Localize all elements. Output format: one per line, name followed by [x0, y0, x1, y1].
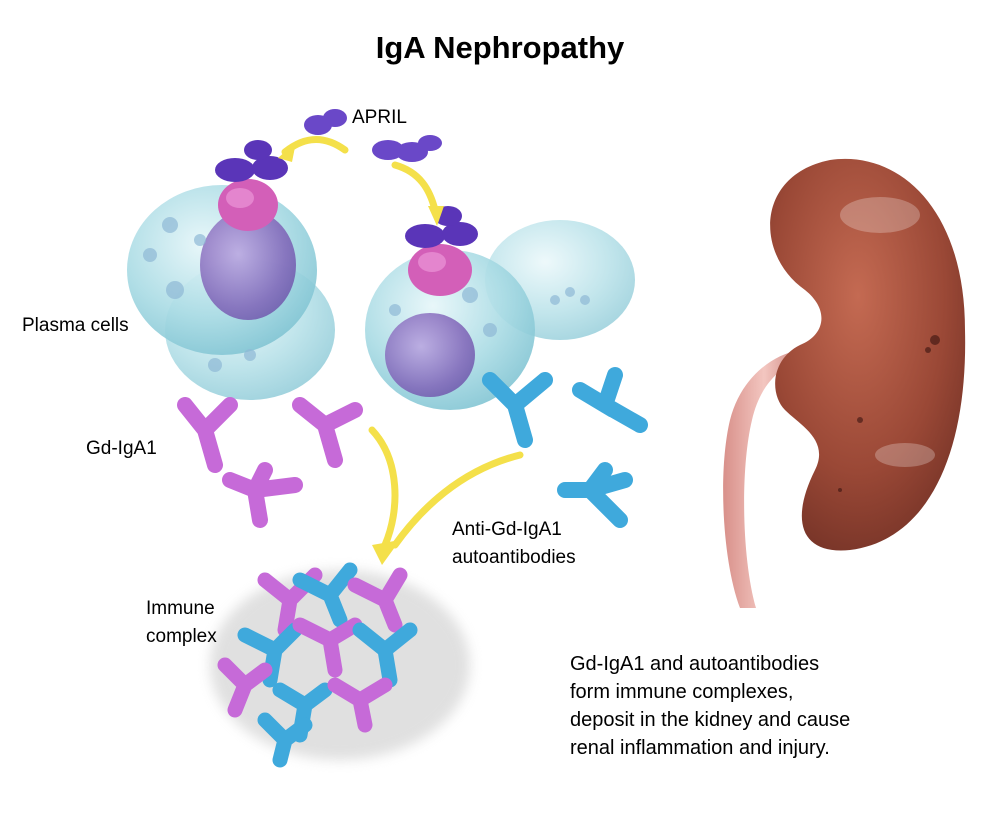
complex-gd-iga1 [292, 617, 363, 678]
autoantibody [557, 462, 633, 528]
complex-autoantibody [292, 562, 358, 628]
label-anti-gd-iga1-line1: Anti-Gd-IgA1 [452, 519, 562, 540]
nucleus [385, 313, 475, 397]
kidney-body [770, 158, 966, 551]
label-gd-iga1: Gd-IgA1 [86, 438, 157, 459]
label-immune-complex-line1: Immune [146, 598, 215, 619]
figure-title: IgA Nephropathy [375, 30, 625, 65]
arrow-april-right [391, 161, 439, 214]
plasma-cells [127, 185, 635, 410]
caption-line1: Gd-IgA1 and autoantibodies [570, 653, 820, 675]
gd-iga1-antibody [177, 397, 238, 473]
kidney-lesions [838, 335, 940, 492]
nucleus [200, 210, 296, 320]
caption-line3: deposit in the kidney and cause [570, 709, 851, 731]
april-trimer [304, 109, 442, 162]
arrow-autoantibody-to-complex [391, 451, 524, 549]
caption-line4: renal inflammation and injury. [570, 737, 830, 759]
april-trimer [215, 140, 288, 182]
label-april: APRIL [352, 107, 407, 128]
complex-gd-iga1 [347, 567, 408, 633]
complex-gd-iga1 [217, 657, 273, 718]
autoantibodies [482, 367, 648, 528]
gd-iga1-antibody [292, 397, 363, 468]
complex-gd-iga1 [327, 677, 393, 733]
autoantibody [572, 367, 648, 433]
receptor [408, 244, 472, 296]
immune-complex [210, 562, 470, 768]
kidney [723, 158, 966, 608]
autoantibody [482, 372, 553, 448]
label-plasma-cells: Plasma cells [22, 315, 129, 336]
label-anti-gd-iga1-line2: autoantibodies [452, 547, 576, 568]
receptor [218, 179, 278, 231]
ureter [723, 350, 805, 608]
gd-iga1-antibodies [177, 397, 363, 528]
caption-line2: form immune complexes, [570, 681, 794, 703]
kidney-highlights [840, 197, 935, 467]
label-immune-complex-line2: complex [146, 626, 217, 647]
complex-autoantibody [257, 712, 313, 768]
arrowheads [278, 142, 444, 565]
arrow-gd-iga1-to-complex [368, 426, 399, 549]
arrows [281, 135, 524, 549]
complex-autoantibody [352, 622, 418, 688]
complex-autoantibody [237, 622, 303, 688]
gd-iga1-antibody [222, 462, 303, 528]
vesicles [143, 217, 590, 372]
